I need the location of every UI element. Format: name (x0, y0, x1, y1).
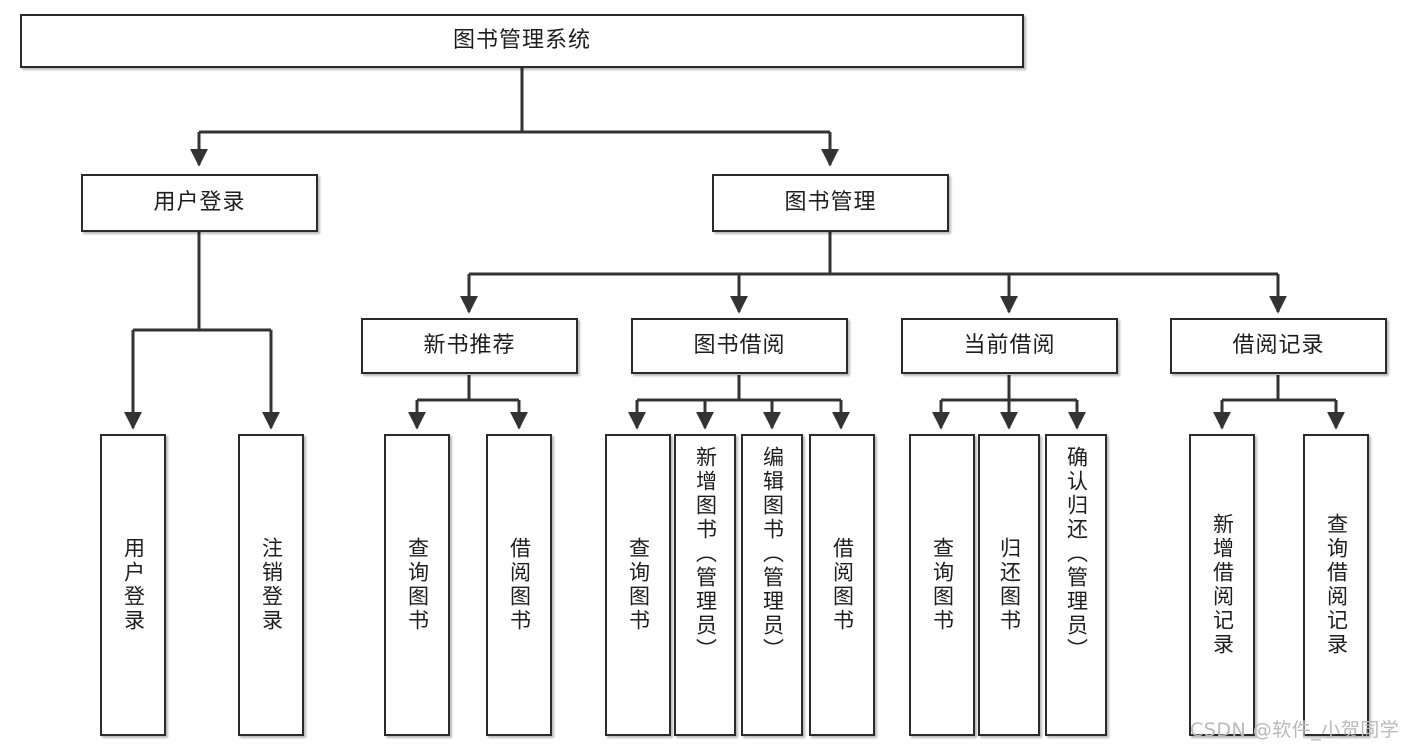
node-book-borrow-label: 图书借阅 (693, 333, 786, 359)
node-leaf-query-book-current[interactable]: 查询图书 (909, 434, 975, 736)
node-book-management[interactable]: 图书管理 (712, 174, 949, 232)
node-leaf-return-book[interactable]: 归还图书 (978, 434, 1040, 736)
node-leaf-edit-book-admin-label: 编辑图书（管理员） (760, 446, 785, 662)
node-leaf-query-book-recommend[interactable]: 查询图书 (384, 434, 450, 736)
node-leaf-borrow-book-recommend-label: 借阅图书 (507, 537, 532, 633)
node-leaf-query-book-current-label: 查询图书 (930, 537, 955, 633)
node-leaf-query-book-label: 查询图书 (626, 537, 651, 633)
node-leaf-add-book-admin-label: 新增图书（管理员） (693, 446, 718, 662)
node-leaf-borrow-book-recommend[interactable]: 借阅图书 (486, 434, 552, 736)
node-leaf-user-login[interactable]: 用户登录 (100, 434, 166, 736)
node-leaf-borrow-book-label: 借阅图书 (830, 537, 855, 633)
node-leaf-return-book-label: 归还图书 (997, 537, 1022, 633)
node-leaf-query-borrow-record-label: 查询借阅记录 (1324, 513, 1349, 657)
node-borrow-record[interactable]: 借阅记录 (1170, 318, 1387, 374)
node-current-borrow-label: 当前借阅 (963, 333, 1056, 359)
node-leaf-confirm-return-admin-label: 确认归还（管理员） (1064, 446, 1089, 662)
node-book-borrow[interactable]: 图书借阅 (631, 318, 848, 374)
node-leaf-query-book[interactable]: 查询图书 (605, 434, 671, 736)
node-leaf-query-book-recommend-label: 查询图书 (405, 537, 430, 633)
node-leaf-borrow-book[interactable]: 借阅图书 (809, 434, 875, 736)
node-leaf-user-login-label: 用户登录 (121, 537, 146, 633)
node-leaf-add-book-admin[interactable]: 新增图书（管理员） (674, 434, 736, 736)
node-root-label: 图书管理系统 (452, 28, 591, 54)
watermark-text: CSDN @软件_小贺同学 (1190, 719, 1400, 741)
node-root[interactable]: 图书管理系统 (20, 14, 1024, 68)
node-leaf-logout-label: 注销登录 (259, 537, 284, 633)
node-leaf-edit-book-admin[interactable]: 编辑图书（管理员） (741, 434, 803, 736)
node-user-login-label: 用户登录 (153, 190, 246, 216)
node-leaf-query-borrow-record[interactable]: 查询借阅记录 (1303, 434, 1369, 736)
node-leaf-logout[interactable]: 注销登录 (238, 434, 304, 736)
node-leaf-confirm-return-admin[interactable]: 确认归还（管理员） (1045, 434, 1107, 736)
node-new-book-recommend[interactable]: 新书推荐 (361, 318, 578, 374)
node-current-borrow[interactable]: 当前借阅 (901, 318, 1118, 374)
node-leaf-add-borrow-record-label: 新增借阅记录 (1210, 513, 1235, 657)
node-book-management-label: 图书管理 (784, 190, 877, 216)
node-new-book-recommend-label: 新书推荐 (423, 333, 516, 359)
node-borrow-record-label: 借阅记录 (1232, 333, 1325, 359)
node-leaf-add-borrow-record[interactable]: 新增借阅记录 (1189, 434, 1255, 736)
node-user-login[interactable]: 用户登录 (81, 174, 318, 232)
